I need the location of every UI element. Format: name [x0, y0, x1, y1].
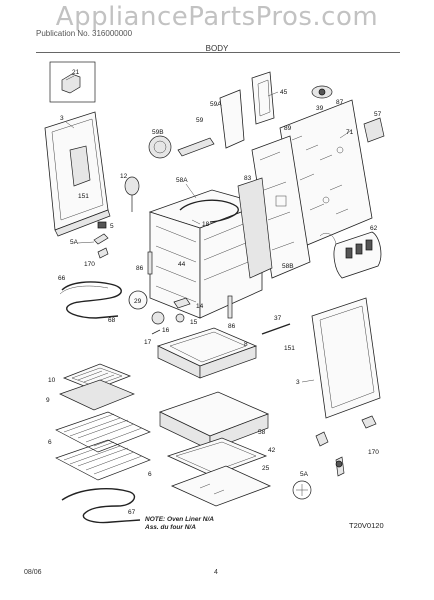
callout-39: 39 — [316, 105, 324, 112]
callout-12: 12 — [120, 173, 128, 180]
callout-62: 62 — [370, 225, 378, 232]
callout-6: 6 — [48, 439, 52, 446]
callout-67: 67 — [128, 509, 136, 516]
callout-9: 9 — [46, 397, 50, 404]
drawer-liner — [158, 391, 270, 451]
callout-44: 44 — [178, 261, 186, 268]
terminal-block — [319, 231, 382, 279]
callout-71: 71 — [346, 129, 354, 136]
callout-37: 37 — [274, 315, 282, 322]
callout-59: 59 — [196, 117, 204, 124]
callout-86-right: 86 — [228, 323, 236, 330]
callout-83: 83 — [244, 175, 252, 182]
hinge-assembly-left — [93, 221, 109, 259]
callout-14: 14 — [196, 303, 204, 310]
callout-68: 68 — [108, 317, 116, 324]
callout-151: 151 — [78, 193, 89, 200]
diagram-code: T20V0120 — [349, 521, 384, 530]
back-panel — [279, 99, 373, 249]
page-number: 4 — [214, 569, 218, 576]
note-line-1: NOTE: Oven Liner N/A — [145, 516, 214, 523]
oven-door-right — [311, 297, 381, 419]
callout-87: 87 — [336, 99, 344, 106]
broil-element — [61, 488, 141, 524]
callout-89: 89 — [284, 125, 292, 132]
callout-58B: 58B — [282, 263, 294, 270]
callout-10: 10 — [48, 377, 56, 384]
callout-66: 66 — [58, 275, 66, 282]
door-gasket-37 — [261, 323, 291, 335]
note-line-2: Ass. du four N/A — [145, 524, 196, 531]
callout-6-lower: 6 — [148, 471, 152, 478]
callout-21: 21 — [72, 69, 80, 76]
callout-3-right: 3 — [296, 379, 300, 386]
callout-170-right: 170 — [368, 449, 379, 456]
svg-text:29: 29 — [134, 298, 142, 305]
section-title: BODY — [205, 44, 229, 53]
callout-59A: 59A — [210, 101, 222, 108]
watermark-text: AppliancePartsPros.com — [55, 2, 379, 32]
oven-rack-upper — [55, 411, 151, 453]
slide-rail-right — [227, 295, 233, 319]
callout-170: 170 — [84, 261, 95, 268]
broiler-pan — [59, 363, 135, 411]
callout-8: 8 — [244, 341, 248, 348]
header-divider — [36, 52, 400, 53]
callout-58: 58 — [258, 429, 266, 436]
callout-59B: 59B — [152, 129, 164, 136]
callout-5: 5 — [110, 223, 114, 230]
callout-58A: 58A — [176, 177, 188, 184]
oven-sensor — [124, 176, 140, 212]
oven-liner-note: NOTE: Oven Liner N/A Ass. du four N/A — [145, 516, 214, 532]
publication-number: Publication No. 316000000 — [36, 29, 133, 38]
callout-5A-right: 5A — [300, 471, 309, 478]
slide-rail-left — [147, 251, 153, 275]
callout-18: 18 — [202, 221, 210, 228]
oven-bottom-panel — [156, 327, 258, 379]
bake-element — [59, 281, 122, 319]
hinge-assembly-right — [292, 415, 377, 500]
top-components — [148, 71, 275, 159]
callout-15: 15 — [190, 319, 198, 326]
callout-42: 42 — [268, 447, 276, 454]
exploded-parts-diagram: 21 3 151 5 5A 170 66 68 — [44, 61, 385, 524]
footer-date: 08/06 — [24, 569, 42, 576]
rear-cover-57 — [363, 117, 385, 143]
small-parts-cluster: 29 — [128, 290, 191, 335]
oven-liner-panel — [237, 177, 273, 279]
drawer-panel-42 — [166, 437, 268, 477]
callout-5A: 5A — [70, 239, 79, 246]
callout-25: 25 — [262, 465, 270, 472]
callout-57: 57 — [374, 111, 382, 118]
callout-45: 45 — [280, 89, 288, 96]
callout-151-right: 151 — [284, 345, 295, 352]
callout-3: 3 — [60, 115, 64, 122]
oven-rack-lower — [55, 439, 151, 481]
part-21-inset — [49, 61, 96, 103]
oven-door-left — [44, 111, 111, 237]
callout-17: 17 — [144, 339, 152, 346]
callout-16: 16 — [162, 327, 170, 334]
drawer-bottom-25 — [170, 465, 272, 507]
callout-86: 86 — [136, 265, 144, 272]
